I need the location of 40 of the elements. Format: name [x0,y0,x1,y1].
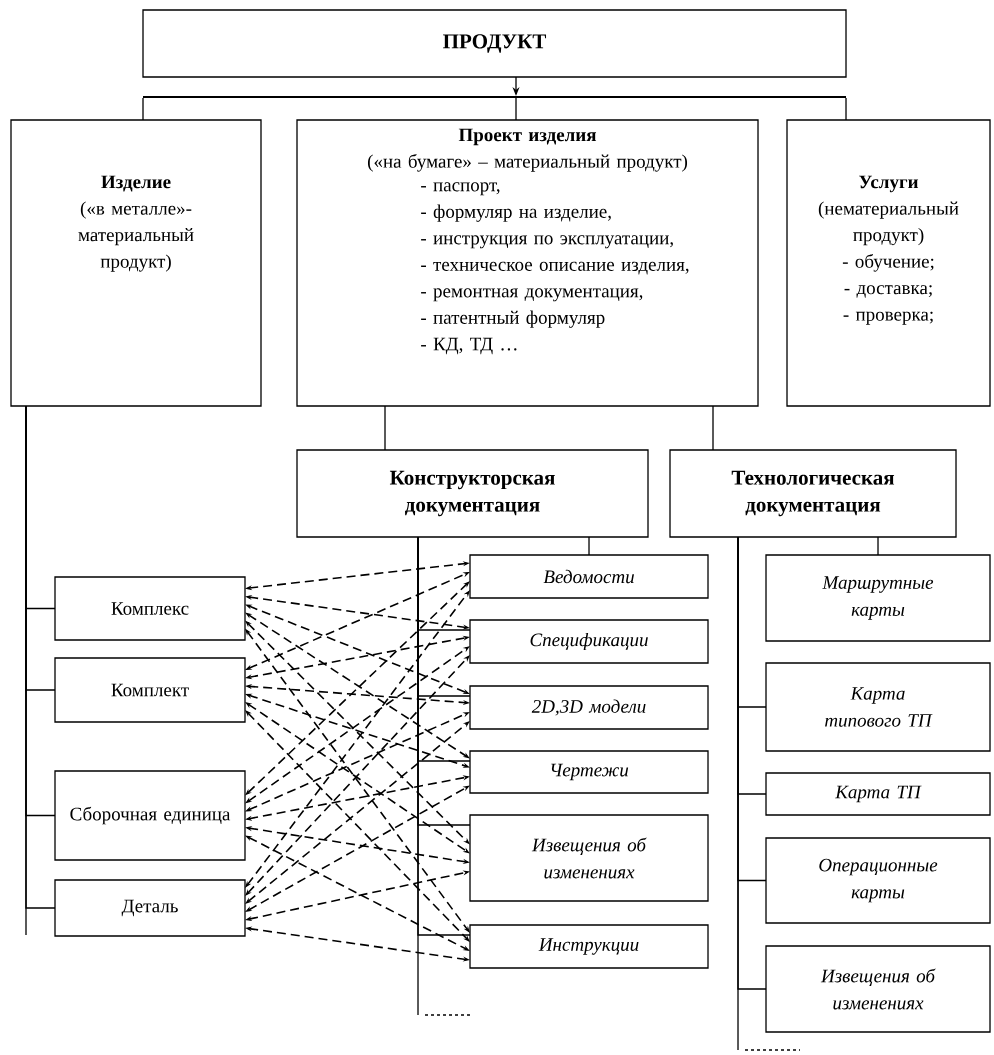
connector-line [417,536,471,936]
connector-line [712,405,714,451]
document-box: Извещения об изменениях [765,945,991,1033]
document-box: Маршрутные карты [765,554,991,642]
dashed-arrow [245,702,470,854]
connector-line [877,536,879,556]
dashed-arrow [245,710,470,942]
category-box: Изделие («в металле»- материальный продукт) [10,119,262,407]
dashed-arrow [245,612,470,759]
dashed-arrow [245,590,470,888]
document-box: 2D,3D модели [469,685,709,730]
document-box: Извещения об изменениях [469,814,709,902]
document-type-box: Конструкторская документация [296,449,649,538]
category-box: Проект изделия («на бумаге» – материальный продукт) - паспорт, - формуляр на изделие, - инструкция по эксплуатации, - техническое описание изделия, - ремонтная документация, - патентный формуляр - КД, ТД … [296,119,759,407]
document-box: Чертежи [469,750,709,794]
item-box: Комплекс [54,576,246,641]
connector-line [142,97,144,121]
dashed-arrow [245,721,470,904]
document-box: Инструкции [469,924,709,969]
connector-line [588,536,590,556]
title-box: ПРОДУКТ [142,9,847,78]
item-box: Сборочная единица [54,770,246,861]
document-box: Ведомости [469,554,709,599]
document-type-box: Технологическая документация [669,449,957,538]
connector-line [384,405,386,451]
connector-line [845,97,847,121]
document-box: Операционные карты [765,837,991,924]
dashed-arrow [245,835,470,951]
connector-line [515,97,517,121]
document-box: Карта ТП [765,772,991,816]
document-box: Спецификации [469,619,709,664]
dashed-arrow [245,646,470,804]
connector-line [25,405,56,909]
category-box: Услуги (нематериальный продукт) - обучение; - доставка; - проверка; [786,119,991,407]
connector-line [737,536,767,990]
item-box: Деталь [54,879,246,937]
dashed-arrow [245,655,470,896]
item-box: Комплект [54,657,246,723]
dashed-arrow [245,785,470,912]
document-box: Карта типового ТП [765,662,991,752]
